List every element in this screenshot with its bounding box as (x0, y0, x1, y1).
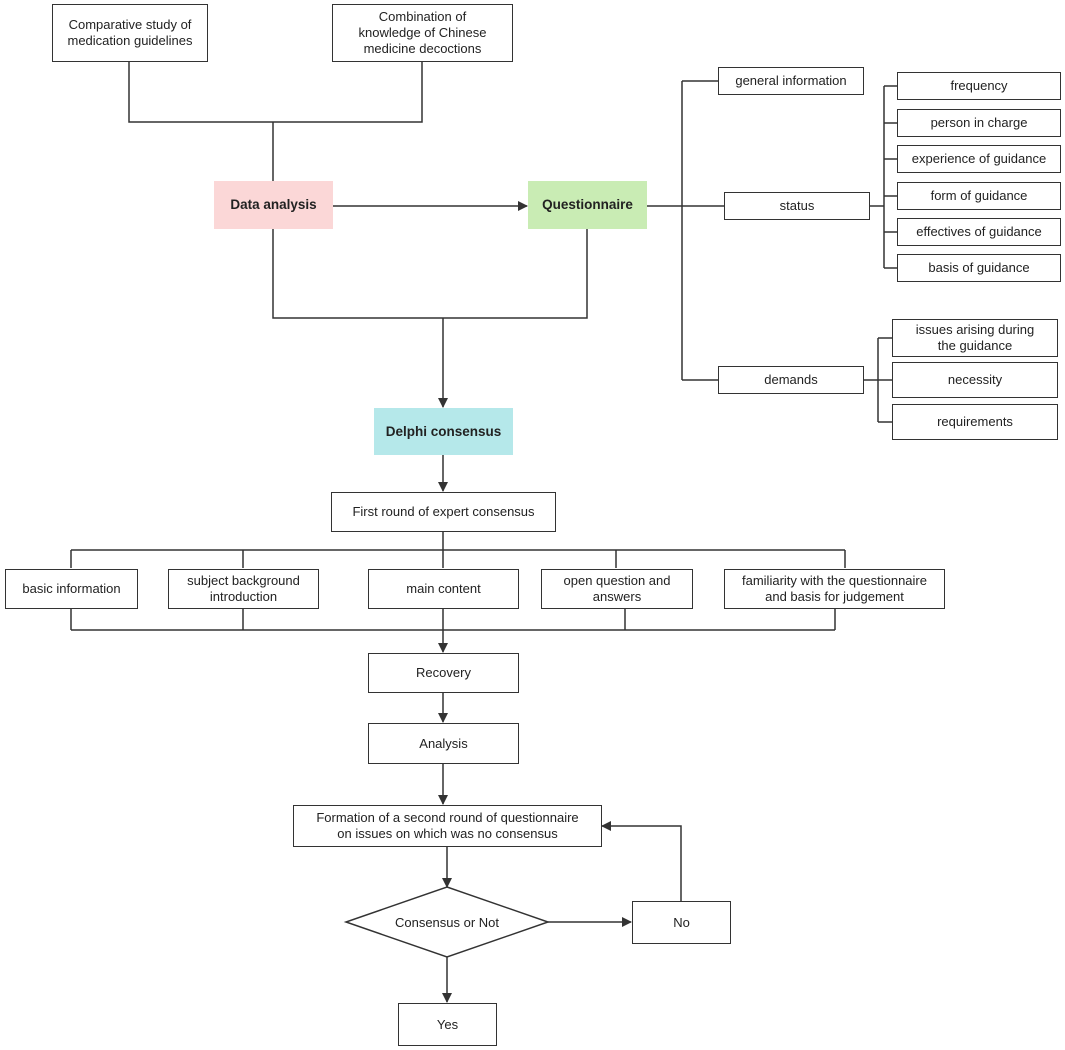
node-demands: demands (718, 366, 864, 394)
arrow-no-loop-back (601, 821, 682, 901)
node-form-of-guidance: form of guidance (897, 182, 1061, 210)
node-necessity: necessity (892, 362, 1058, 398)
node-comparative-study: Comparative study of medication guidelin… (52, 4, 208, 62)
node-basis-of-guidance: basis of guidance (897, 254, 1061, 282)
node-data-analysis: Data analysis (214, 181, 333, 229)
node-person-in-charge: person in charge (897, 109, 1061, 137)
node-questionnaire: Questionnaire (528, 181, 647, 229)
connector-sources-merge (128, 62, 423, 123)
node-status: status (724, 192, 870, 220)
node-combination-knowledge: Combination of knowledge of Chinese medi… (332, 4, 513, 62)
node-main-content: main content (368, 569, 519, 609)
node-basic-information: basic information (5, 569, 138, 609)
node-familiarity: familiarity with the questionnaire and b… (724, 569, 945, 609)
decision-label: Consensus or Not (394, 914, 500, 930)
node-delphi-consensus: Delphi consensus (374, 408, 513, 455)
node-experience-of-guidance: experience of guidance (897, 145, 1061, 173)
node-requirements: requirements (892, 404, 1058, 440)
node-frequency: frequency (897, 72, 1061, 100)
node-no: No (632, 901, 731, 944)
node-effectives-of-guidance: effectives of guidance (897, 218, 1061, 246)
node-first-round: First round of expert consensus (331, 492, 556, 532)
node-recovery: Recovery (368, 653, 519, 693)
node-issues-arising: issues arising during the guidance (892, 319, 1058, 357)
node-yes: Yes (398, 1003, 497, 1046)
node-second-round: Formation of a second round of questionn… (293, 805, 602, 847)
node-subject-background: subject background introduction (168, 569, 319, 609)
node-general-information: general information (718, 67, 864, 95)
node-analysis: Analysis (368, 723, 519, 764)
connector-da-q-merge (272, 229, 588, 319)
node-open-question: open question and answers (541, 569, 693, 609)
decision-diamond (343, 886, 551, 958)
